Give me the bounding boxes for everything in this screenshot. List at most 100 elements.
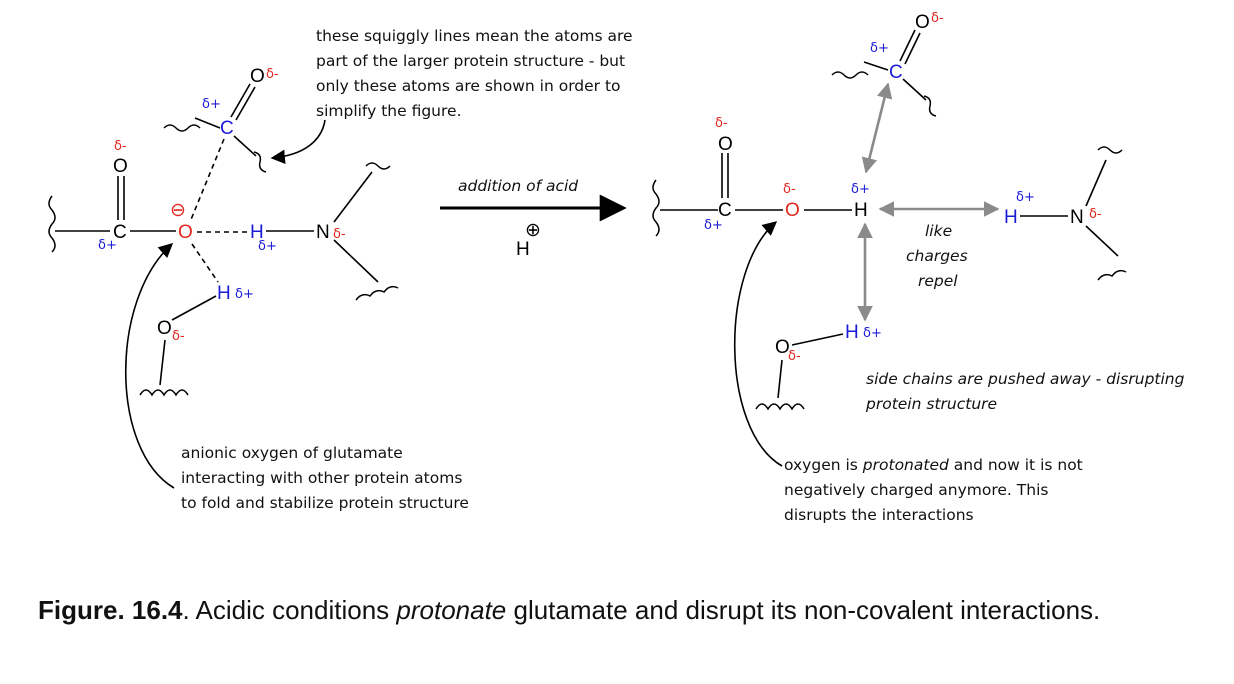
squiggly-note: these squiggly lines mean the atoms are … [316, 27, 633, 120]
caption-text: . Acidic conditions [182, 595, 397, 625]
note-line: interacting with other protein atoms [181, 469, 462, 487]
annotation-arrow [733, 221, 783, 467]
side-chain-carbon: C [889, 62, 903, 83]
note-line: charges [906, 247, 968, 265]
delta-minus-label: δ- [715, 116, 728, 131]
delta-minus-label: δ- [788, 349, 801, 364]
bond [159, 339, 166, 386]
figure-label: Figure. 16.4 [38, 595, 183, 625]
anionic-note: anionic oxygen of glutamate interacting … [181, 444, 469, 512]
bond [902, 78, 927, 101]
wavy-line [1097, 269, 1127, 281]
repel-arrow-up [861, 82, 893, 174]
reaction-arrow: addition of acid ⊕ H [440, 177, 627, 260]
note-line: anionic oxygen of glutamate [181, 444, 403, 462]
wavy-line [139, 389, 189, 397]
annotation-arrow [270, 119, 326, 164]
double-bond [904, 32, 921, 65]
hydroxyl-hydrogen: H [845, 322, 859, 343]
side-chain-oxygen: O [915, 12, 930, 33]
delta-minus-label: δ- [172, 329, 185, 344]
delta-plus-label: δ+ [202, 97, 221, 112]
bond [194, 117, 221, 129]
bond [1085, 225, 1119, 257]
delta-plus-label: δ+ [704, 218, 723, 233]
right-structure: O δ- C δ+ O δ- H δ+ C δ+ O δ- H δ+ N δ- … [652, 11, 1127, 467]
double-bond [230, 83, 251, 118]
note-line: protein structure [865, 395, 997, 413]
bond [777, 359, 783, 399]
wavy-line [253, 151, 267, 173]
annotation-arrow [124, 243, 175, 489]
delta-minus-label: δ- [114, 139, 127, 154]
left-structure: O δ- C δ+ O ⊖ C δ+ O δ- H δ+ N δ- H δ+ [48, 66, 399, 489]
note-line: like [925, 222, 952, 240]
delta-minus-label: δ- [266, 67, 279, 82]
delta-plus-label: δ+ [235, 287, 254, 302]
wavy-line [48, 195, 56, 253]
wavy-line [923, 95, 937, 117]
bond [171, 295, 217, 321]
hydroxyl-oxygen: O [157, 318, 172, 339]
note-line: simplify the figure. [316, 102, 462, 120]
wavy-line [365, 162, 391, 170]
wavy-line [652, 179, 660, 237]
bond [863, 61, 889, 71]
caption-text: glutamate and disrupt its non-covalent i… [506, 595, 1101, 625]
note-line: negatively charged anymore. This [784, 481, 1048, 499]
delta-plus-label: δ+ [258, 239, 277, 254]
delta-plus-label: δ+ [851, 182, 870, 197]
carbonyl-oxygen: O [113, 156, 128, 177]
wavy-line [1097, 146, 1123, 154]
bond [1085, 159, 1107, 207]
note-line: only these atoms are shown in order to [316, 77, 621, 95]
bond [791, 333, 844, 346]
note-line: to fold and stabilize protein structure [181, 494, 469, 512]
wavy-line [163, 124, 201, 132]
carboxyl-carbon: C [718, 200, 732, 221]
delta-plus-label: δ+ [98, 238, 117, 253]
reaction-label: addition of acid [458, 177, 578, 195]
note-line: these squiggly lines mean the atoms are [316, 27, 633, 45]
protonated-note: oxygen is protonated and now it is not n… [784, 456, 1083, 524]
hydroxyl-hydrogen: H [217, 283, 231, 304]
proton-charge: ⊕ [525, 220, 541, 241]
dashed-interaction [189, 138, 225, 223]
caption-emphasis: protonate [396, 595, 507, 625]
carbonyl-oxygen: O [718, 134, 733, 155]
note-line: side chains are pushed away - disrupting [866, 370, 1185, 388]
dashed-interaction [191, 243, 219, 283]
anionic-oxygen: O [178, 222, 193, 243]
delta-minus-label: δ- [783, 182, 796, 197]
wavy-line [755, 403, 805, 411]
wavy-line [831, 71, 869, 79]
amine-hydrogen: H [250, 222, 264, 243]
delta-minus-label: δ- [1089, 207, 1102, 222]
bond [233, 135, 257, 157]
double-bond [235, 86, 256, 121]
bond [333, 239, 379, 283]
delta-plus-label: δ+ [863, 326, 882, 341]
nitrogen: N [1070, 207, 1084, 228]
carboxyl-carbon: C [113, 222, 127, 243]
delta-plus-label: δ+ [1016, 190, 1035, 205]
delta-plus-label: δ+ [870, 41, 889, 56]
figure-caption: Figure. 16.4. Acidic conditions protonat… [38, 594, 1208, 626]
delta-minus-label: δ- [333, 227, 346, 242]
nitrogen: N [316, 222, 330, 243]
side-chain-oxygen: O [250, 66, 265, 87]
amine-hydrogen: H [1004, 207, 1018, 228]
protonated-oxygen: O [785, 200, 800, 221]
wavy-line [355, 285, 399, 301]
proton: H [516, 239, 530, 260]
note-line: repel [918, 272, 958, 290]
bond [333, 171, 373, 223]
double-bond [899, 29, 916, 62]
note-line: disrupts the interactions [784, 506, 974, 524]
side-chain-carbon: C [220, 118, 234, 139]
repel-note: like charges repel [906, 222, 968, 290]
note-line: part of the larger protein structure - b… [316, 52, 625, 70]
delta-minus-label: δ- [931, 11, 944, 26]
negative-charge: ⊖ [170, 200, 186, 221]
